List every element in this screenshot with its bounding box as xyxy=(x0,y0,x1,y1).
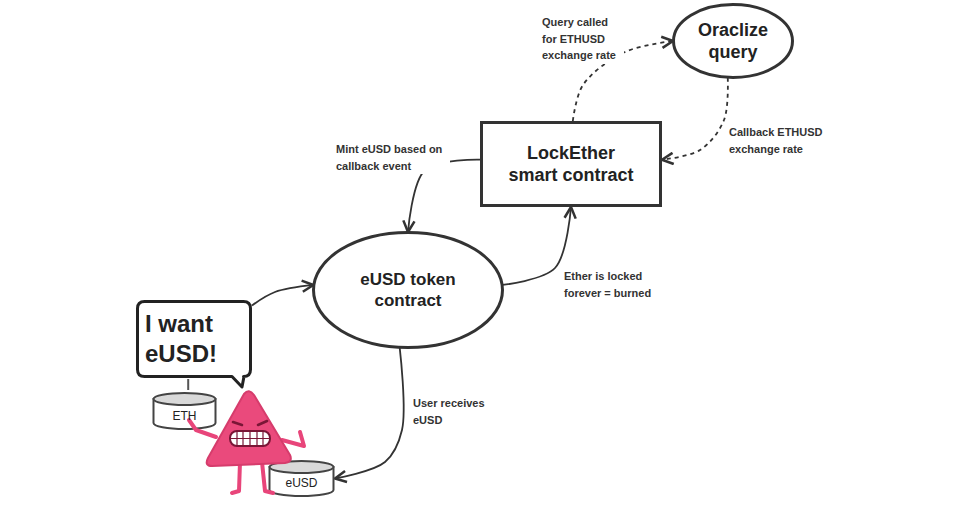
node-label: ETH xyxy=(173,409,197,424)
mascot-leg xyxy=(262,462,273,493)
edge-label: Query called for ETHUSD exchange rate xyxy=(540,14,624,64)
node-outline xyxy=(672,3,794,79)
node-label: I want eUSD! xyxy=(145,309,245,369)
process-box: LockEther smart contract xyxy=(480,121,662,207)
mascot xyxy=(189,391,304,493)
mascot-arm xyxy=(189,420,216,437)
flow-arrow xyxy=(503,207,571,285)
flow-arrow xyxy=(662,78,728,160)
ellipse-node: Oraclize query xyxy=(672,3,794,79)
mascot-teeth xyxy=(231,431,269,446)
mascot-body xyxy=(207,391,291,466)
coin-stack: eUSD xyxy=(268,460,335,497)
flow-arrow xyxy=(335,348,404,479)
node-label: eUSD xyxy=(285,476,317,491)
edge-label: Callback ETHUSD exchange rate xyxy=(727,124,843,157)
speech-bubble: I want eUSD! xyxy=(136,300,252,378)
node-label: LockEther smart contract xyxy=(504,142,639,187)
mascot-brow xyxy=(233,421,267,425)
coin-stack: ETH xyxy=(152,392,217,430)
mascot-mouth xyxy=(230,431,270,446)
node-outline xyxy=(480,121,662,207)
node-label: Oraclize query xyxy=(689,19,777,64)
edge-label: Ether is locked forever = burned xyxy=(562,268,674,301)
node-outline xyxy=(312,231,504,349)
edge-label: Mint eUSD based on callback event xyxy=(334,141,450,174)
mascot-leg xyxy=(232,462,240,493)
node-label: eUSD token contract xyxy=(346,269,471,312)
mascot-arm xyxy=(282,432,304,446)
ellipse-node: eUSD token contract xyxy=(312,231,504,349)
flow-arrow xyxy=(252,285,313,306)
edge-label: User receives eUSD xyxy=(411,395,511,428)
